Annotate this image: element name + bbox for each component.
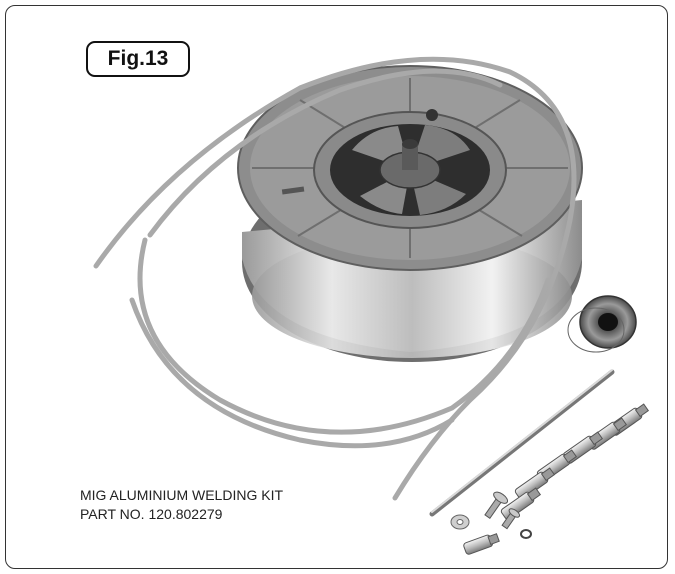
screw-icon	[484, 491, 521, 530]
figure-caption: MIG ALUMINIUM WELDING KIT PART NO. 120.8…	[80, 486, 283, 524]
caption-part-number: PART NO. 120.802279	[80, 506, 223, 522]
wire-spool-icon	[237, 65, 583, 362]
contact-tip-icon	[463, 403, 650, 555]
washer-icon	[450, 514, 532, 539]
figure-label: Fig.13	[86, 41, 190, 77]
drive-roller-icon	[567, 295, 637, 353]
rod-icon	[429, 369, 615, 517]
liner-tube-icon	[93, 56, 577, 501]
caption-title: MIG ALUMINIUM WELDING KIT	[80, 487, 284, 503]
